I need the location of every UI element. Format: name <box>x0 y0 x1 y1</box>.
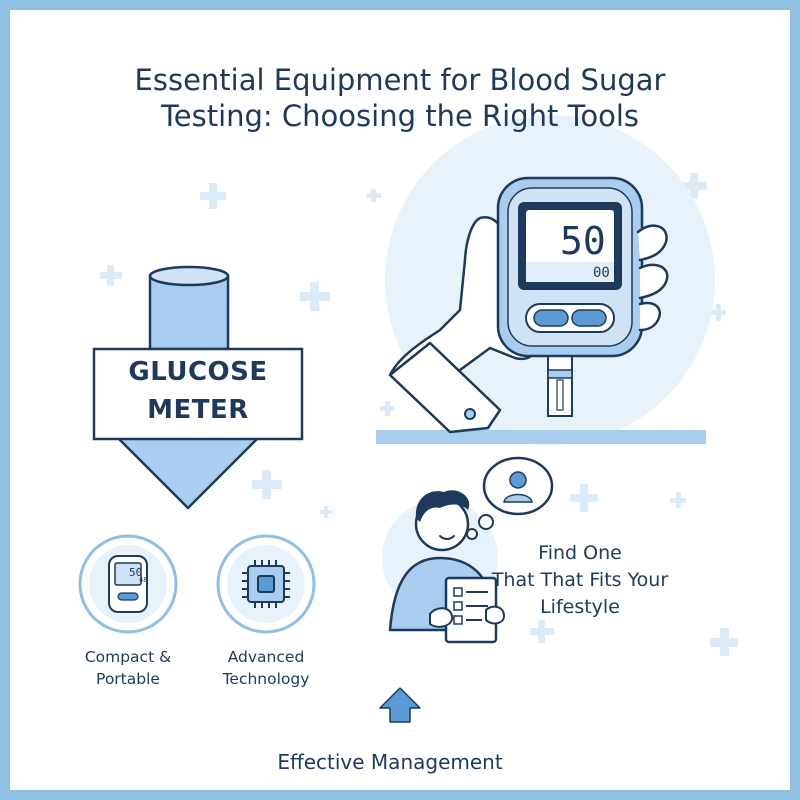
finger <box>638 263 669 300</box>
compact-portable-badge <box>78 534 178 634</box>
test-strip-icon <box>547 345 573 417</box>
plus-icon <box>380 401 394 416</box>
feature-label-line: Advanced <box>227 648 305 666</box>
finger <box>638 301 661 332</box>
page-title: Essential Equipment for Blood Sugar Test… <box>10 62 790 134</box>
feature-label-compact: Compact & Portable <box>53 646 203 690</box>
user-avatar-icon <box>503 471 533 503</box>
plus-icon <box>367 189 381 202</box>
arrow-banner-line: GLUCOSE <box>128 357 268 387</box>
plus-icon <box>100 265 122 286</box>
finger <box>636 224 668 262</box>
person-illustration <box>382 456 554 644</box>
title-line: Essential Equipment for Blood Sugar <box>134 63 666 97</box>
arrow-banner-box <box>92 347 304 441</box>
advanced-technology-badge <box>216 534 316 634</box>
plus-icon <box>200 183 226 209</box>
up-arrow-icon <box>379 687 421 723</box>
feature-label-line: Compact & <box>84 648 172 666</box>
arrow-banner-label: GLUCOSE METER <box>98 353 298 429</box>
lifestyle-message: Find One That That Fits Your Lifestyle <box>480 540 680 621</box>
chip-icon <box>242 560 290 608</box>
lifestyle-message-line: That That Fits Your <box>491 569 669 591</box>
mini-meter-icon <box>108 555 148 613</box>
plus-icon <box>252 470 282 499</box>
table-surface <box>376 430 706 444</box>
meter-main-reading: 50 <box>560 219 606 263</box>
decorative-plus-icons <box>100 147 738 656</box>
plus-icon <box>710 304 726 321</box>
plus-icon <box>530 620 554 643</box>
feature-label-line: Portable <box>96 670 160 688</box>
mini-meter-main-reading: 50 <box>129 566 143 579</box>
plus-icon <box>710 628 738 656</box>
meter-small-reading: 00 <box>593 265 610 281</box>
plus-icon <box>300 282 330 311</box>
hand-holding-meter-illustration <box>376 115 715 445</box>
lifestyle-message-line: Lifestyle <box>540 596 620 618</box>
glucose-meter-arrow <box>92 265 304 510</box>
title-line: Testing: Choosing the Right Tools <box>160 99 640 133</box>
plus-icon <box>670 492 686 508</box>
illustration-canvas <box>78 115 738 723</box>
footer-label: Effective Management <box>277 750 503 774</box>
glucose-meter-device <box>496 176 644 358</box>
plus-icon <box>570 484 598 512</box>
feature-label-line: Technology <box>222 670 310 688</box>
plus-icon <box>320 506 332 518</box>
feature-label-technology: Advanced Technology <box>191 646 341 690</box>
plus-icon <box>681 173 707 199</box>
arrow-banner-line: METER <box>147 395 249 425</box>
mini-meter-small-reading: 48 <box>139 576 148 584</box>
lifestyle-message-line: Find One <box>538 542 622 564</box>
